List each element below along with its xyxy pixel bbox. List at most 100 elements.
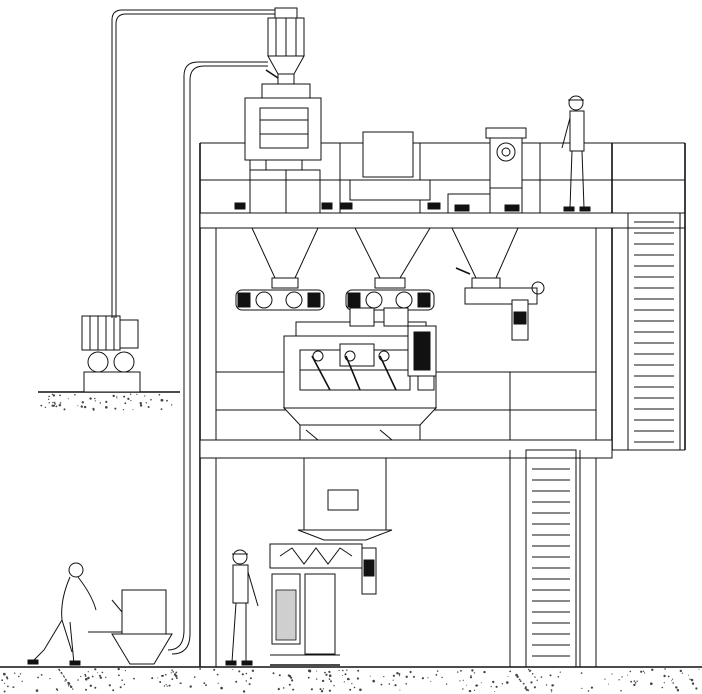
ground-speck [483,670,486,674]
ground-speck [70,685,73,689]
ground-speck [630,680,632,683]
ground-speck [127,397,130,400]
ground-speck [248,683,251,686]
ground-speck [457,671,459,673]
ground-speck [108,684,111,687]
ground-speck [405,683,408,685]
ground-speck [220,686,223,690]
ground-speck [473,689,476,692]
ground-speck [671,678,674,680]
ground-speck [372,679,376,683]
ground-speck [427,677,429,679]
ground-speck [581,687,583,690]
ground-speck [123,683,126,686]
ground-speck [172,671,174,673]
bag-filling-station [270,573,340,666]
ground-speck [501,683,504,685]
ground-speck [176,677,178,680]
ground-speck [507,675,509,677]
ground-speck [171,678,174,681]
vacuum-conveyor-hopper [265,7,305,85]
ground-speck [193,676,196,678]
ground-speck [328,674,332,677]
ground-speck [506,681,509,684]
ground-speck [388,683,391,685]
ground-speck [130,399,132,402]
ground-speck [319,688,322,691]
ground-speck [534,676,536,678]
ground-speck [519,680,522,682]
ground-speck [63,408,66,411]
ground-speck [559,671,561,673]
ground-speck [242,690,246,693]
ground-speck [618,679,620,681]
ground-speck [462,679,464,681]
ground-speck [494,691,496,692]
ground-speck [396,672,399,675]
ground-speck [633,683,636,687]
ground-speck [525,688,528,691]
ground-speck [550,689,553,691]
ground-speck [136,393,138,395]
ground-speck [241,673,244,676]
building-structure [199,142,686,667]
ground-speck [356,677,359,680]
ground-speck [441,676,443,679]
feeding-hopper-under-left [251,227,319,289]
ground-speck [551,691,553,693]
ground-speck [163,685,166,687]
operator-top-platform [561,95,591,212]
ground-speck [99,402,102,404]
stairs-lower [525,449,577,668]
ground-speck [324,671,326,674]
ground-speck [117,667,120,671]
feeding-hopper-under-right [451,227,519,289]
ground-speck [344,673,347,676]
ground-speck [118,674,120,677]
ground-speck [84,675,87,677]
ground-speck [116,397,118,399]
ground-speck [94,668,97,671]
conveying-pipelines [111,9,275,655]
ground-speck [690,678,694,682]
ground-speck [139,402,142,405]
ground-speck [325,673,328,676]
ground-speck [475,684,478,687]
ground-speck [664,668,666,670]
ground-speck [119,686,122,689]
ground-speck [672,682,674,684]
ground-speck [518,678,521,681]
ground-speck [328,689,331,692]
ground-speck [430,680,432,682]
ground-speck [346,669,348,671]
ground-speck [421,677,424,680]
ground-speck [59,402,62,404]
ground-speck [1,679,3,682]
ground-speck [59,670,61,672]
ground-speck [60,671,63,674]
ground-speck [328,670,331,674]
ground-speck [551,684,554,687]
ground-speck [166,685,168,687]
ground-speck [245,672,248,675]
ground-speck [392,674,395,677]
ground-speck [405,675,408,678]
ground-speck [62,675,65,677]
ground-speck [392,679,394,681]
ground-speck [689,678,691,680]
ground-speck [61,673,63,675]
ground-speck [168,684,171,687]
ground-speck [3,672,6,676]
ground-speck [640,670,643,673]
ground-speck [49,678,51,680]
ground-speck [77,405,79,407]
ground-speck [663,682,665,684]
ground-speck [516,675,519,678]
ground-speck [99,676,103,679]
ground-speck [130,393,132,395]
ground-speck [55,405,58,408]
ground-speck [74,394,76,396]
ground-speck [288,683,291,686]
ground-speck [40,674,43,676]
ground-speck [445,683,448,685]
